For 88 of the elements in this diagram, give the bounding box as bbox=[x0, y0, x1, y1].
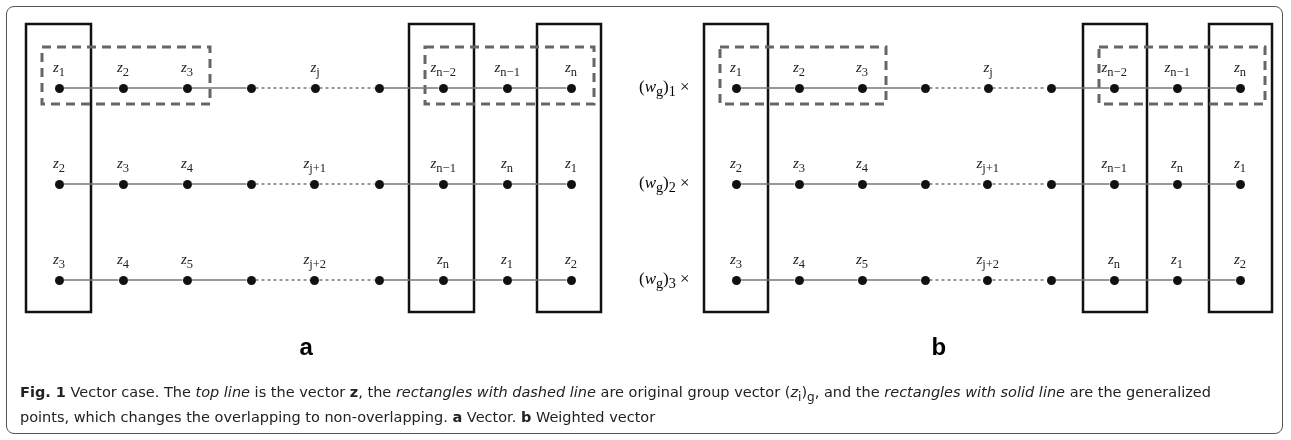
variable-label: z$_{1}$ bbox=[730, 58, 743, 80]
line-segment bbox=[1180, 279, 1237, 281]
line-segment bbox=[190, 183, 248, 185]
variable-label: z$_{j+2}$ bbox=[303, 250, 327, 272]
variable-label: z$_{1}$ bbox=[565, 154, 578, 176]
line-segment bbox=[190, 279, 248, 281]
line-segment bbox=[382, 279, 440, 281]
line-segment bbox=[739, 279, 796, 281]
variable-label: z$_{n}$ bbox=[565, 58, 578, 80]
variable-label: z$_{2}$ bbox=[117, 58, 130, 80]
line-segment bbox=[739, 87, 796, 89]
variable-label: z$_{4}$ bbox=[117, 250, 130, 272]
variable-label: z$_{j+1}$ bbox=[976, 154, 1000, 176]
variable-label: z$_{4}$ bbox=[793, 250, 806, 272]
variable-label: z$_{2}$ bbox=[53, 154, 66, 176]
variable-label: z$_{n−2}$ bbox=[1101, 58, 1127, 80]
line-segment bbox=[62, 87, 120, 89]
dashed-line-segment bbox=[254, 87, 312, 89]
variable-label: z$_{j+1}$ bbox=[303, 154, 327, 176]
variable-label: z$_{1}$ bbox=[1234, 154, 1247, 176]
variable-label: z$_{2}$ bbox=[793, 58, 806, 80]
panel-letter: b bbox=[931, 333, 947, 361]
variable-label: z$_{n−2}$ bbox=[430, 58, 456, 80]
variable-label: z$_{3}$ bbox=[730, 250, 743, 272]
line-segment bbox=[865, 87, 922, 89]
line-segment bbox=[126, 183, 184, 185]
line-segment bbox=[1054, 87, 1111, 89]
line-segment bbox=[1117, 279, 1174, 281]
variable-label: z$_{n}$ bbox=[1234, 58, 1247, 80]
line-segment bbox=[1180, 183, 1237, 185]
weight-label: (w$_{g}$)$_{3}$ × bbox=[639, 268, 690, 292]
variable-label: z$_{5}$ bbox=[181, 250, 194, 272]
variable-label: z$_{2}$ bbox=[1234, 250, 1247, 272]
variable-label: z$_{n−1}$ bbox=[1164, 58, 1190, 80]
line-segment bbox=[1180, 87, 1237, 89]
line-segment bbox=[382, 87, 440, 89]
line-segment bbox=[1117, 183, 1174, 185]
line-segment bbox=[1054, 183, 1111, 185]
dashed-line-segment bbox=[318, 87, 376, 89]
line-segment bbox=[510, 87, 568, 89]
variable-label: z$_{3}$ bbox=[793, 154, 806, 176]
variable-label: z$_{3}$ bbox=[117, 154, 130, 176]
line-segment bbox=[446, 87, 504, 89]
line-segment bbox=[446, 279, 504, 281]
figure-caption: Fig. 1 Vector case. The top line is the vector z, the rectangles with dashed line are original group vector (z$_{i}$)$_{g}$, and the rectangles with solid line are the generalized points, which changes the overlapping to non-overlapping. a Vector. b Weighted vector bbox=[20, 383, 1212, 427]
line-segment bbox=[1117, 87, 1174, 89]
variable-label: z$_{1}$ bbox=[501, 250, 514, 272]
variable-label: z$_{4}$ bbox=[181, 154, 194, 176]
line-segment bbox=[62, 183, 120, 185]
weight-label: (w$_{g}$)$_{2}$ × bbox=[639, 172, 690, 196]
dashed-line-segment bbox=[318, 279, 376, 281]
variable-label: z$_{1}$ bbox=[53, 58, 66, 80]
line-segment bbox=[510, 279, 568, 281]
variable-label: z$_{j+2}$ bbox=[976, 250, 1000, 272]
variable-label: z$_{n}$ bbox=[1108, 250, 1121, 272]
variable-label: z$_{3}$ bbox=[181, 58, 194, 80]
line-segment bbox=[802, 183, 859, 185]
line-segment bbox=[126, 87, 184, 89]
variable-label: z$_{n−1}$ bbox=[1101, 154, 1127, 176]
line-segment bbox=[446, 183, 504, 185]
variable-label: z$_{5}$ bbox=[856, 250, 869, 272]
line-segment bbox=[190, 87, 248, 89]
variable-label: z$_{3}$ bbox=[856, 58, 869, 80]
variable-label: z$_{n}$ bbox=[501, 154, 514, 176]
panel-letter: a bbox=[299, 333, 313, 361]
line-segment bbox=[62, 279, 120, 281]
line-segment bbox=[865, 183, 922, 185]
variable-label: z$_{j}$ bbox=[310, 58, 320, 80]
variable-label: z$_{3}$ bbox=[53, 250, 66, 272]
line-segment bbox=[510, 183, 568, 185]
variable-label: z$_{1}$ bbox=[1171, 250, 1184, 272]
variable-label: z$_{4}$ bbox=[856, 154, 869, 176]
variable-label: z$_{2}$ bbox=[730, 154, 743, 176]
line-segment bbox=[382, 183, 440, 185]
line-segment bbox=[865, 279, 922, 281]
variable-label: z$_{n}$ bbox=[1171, 154, 1184, 176]
line-segment bbox=[802, 87, 859, 89]
variable-label: z$_{n−1}$ bbox=[430, 154, 456, 176]
line-segment bbox=[1054, 279, 1111, 281]
variable-label: z$_{n}$ bbox=[437, 250, 450, 272]
line-segment bbox=[739, 183, 796, 185]
line-segment bbox=[802, 279, 859, 281]
variable-label: z$_{j}$ bbox=[983, 58, 993, 80]
variable-label: z$_{n−1}$ bbox=[494, 58, 520, 80]
weight-label: (w$_{g}$)$_{1}$ × bbox=[639, 76, 690, 100]
variable-label: z$_{2}$ bbox=[565, 250, 578, 272]
line-segment bbox=[126, 279, 184, 281]
dashed-line-segment bbox=[318, 183, 376, 185]
